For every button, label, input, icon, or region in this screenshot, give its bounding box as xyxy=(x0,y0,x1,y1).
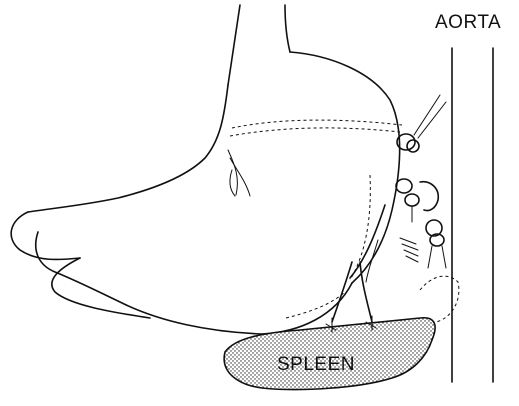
stomach xyxy=(11,5,402,334)
aorta xyxy=(452,48,493,382)
spleen-label: SPLEEN xyxy=(277,354,355,375)
aorta-label: AORTA xyxy=(435,12,501,33)
ligature-clips xyxy=(396,95,459,322)
spleen xyxy=(224,316,435,390)
